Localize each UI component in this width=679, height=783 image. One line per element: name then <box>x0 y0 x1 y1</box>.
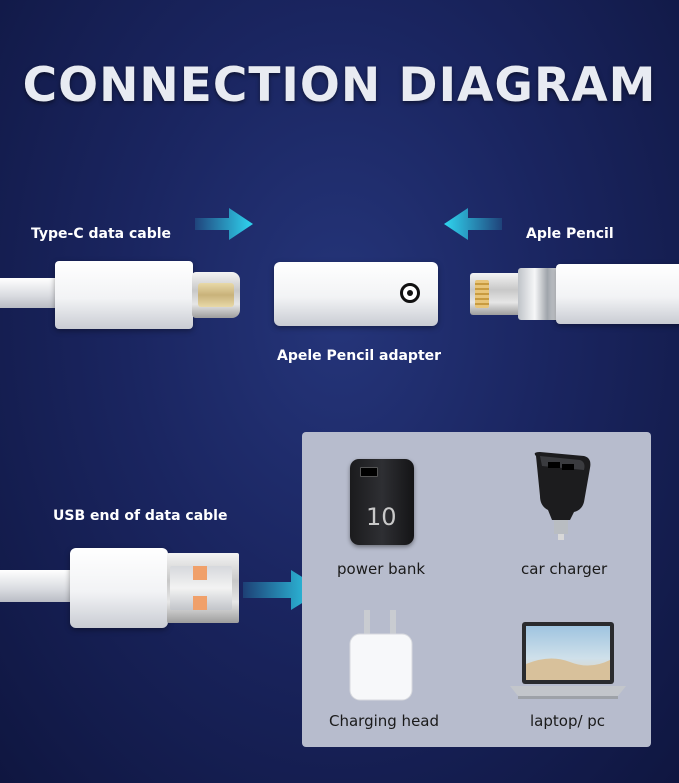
car-charger-icon <box>528 450 598 542</box>
arrow-left-icon <box>444 208 502 240</box>
adapter-label: Apele Pencil adapter <box>277 348 442 364</box>
type-c-cable-label: Type-C data cable <box>31 226 172 242</box>
charging-head-icon <box>346 608 416 704</box>
diagram-title: CONNECTION DIAGRAM <box>22 58 657 113</box>
laptop-icon <box>510 620 626 702</box>
arrow-right-icon <box>195 208 253 240</box>
car-charger-label: car charger <box>521 560 608 578</box>
charging-port-icon <box>400 283 420 303</box>
charging-head-label: Charging head <box>329 712 440 730</box>
laptop-label: laptop/ pc <box>530 712 606 730</box>
usb-end-label: USB end of data cable <box>53 508 228 524</box>
power-bank-icon: 10 <box>350 459 414 545</box>
pencil-label: Aple Pencil <box>526 226 614 242</box>
power-bank-label: power bank <box>337 560 426 578</box>
